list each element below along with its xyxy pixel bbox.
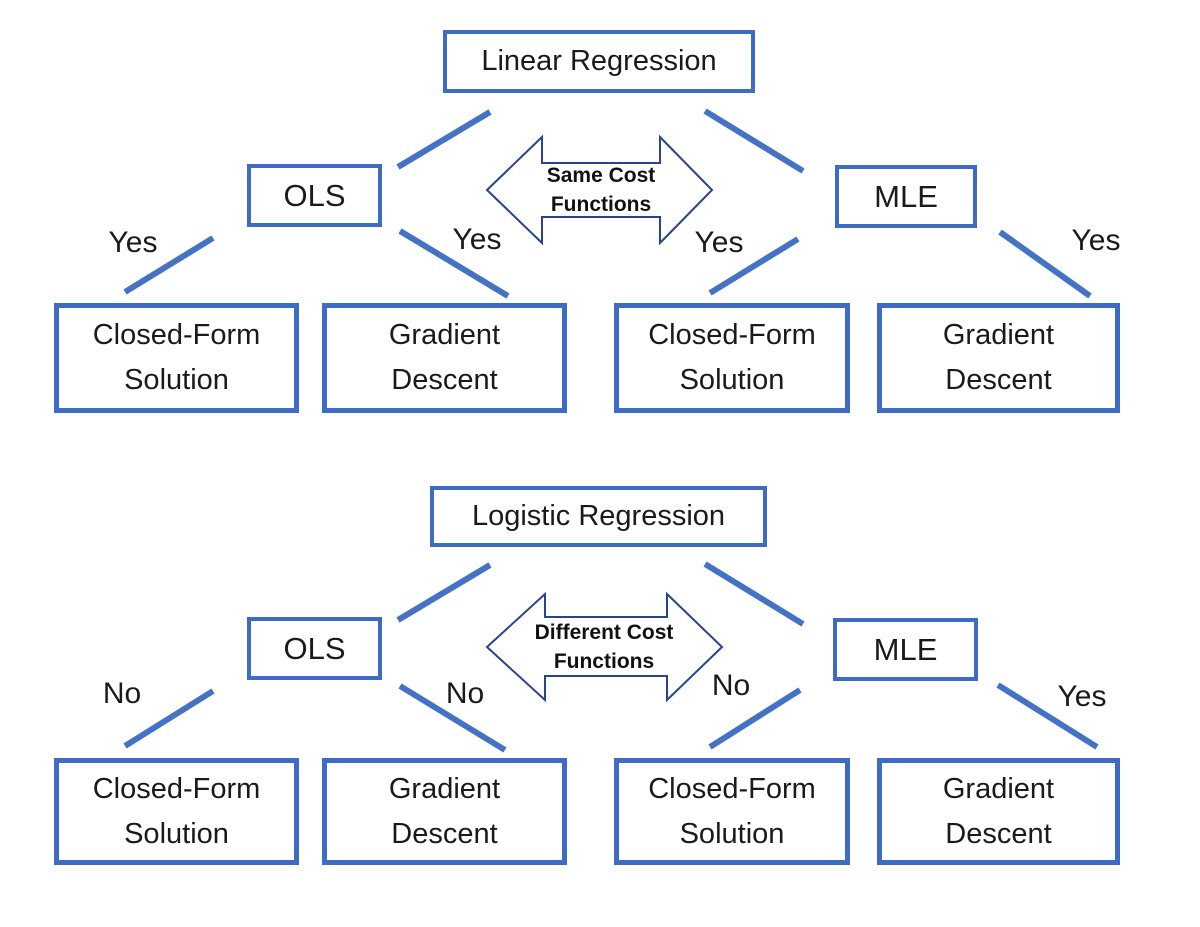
linear-regression-box: Linear Regression — [443, 30, 755, 93]
connector-mle-to-closed-form-top — [708, 236, 800, 296]
logistic-regression-label: Logistic Regression — [471, 500, 726, 532]
ols-label: OLS — [283, 630, 346, 666]
connector-ols-to-gradient-bottom — [398, 683, 507, 753]
leaf-text-line2: Solution — [124, 364, 229, 396]
closed-form-solution-box: Closed-Form Solution — [54, 758, 299, 865]
same-cost-functions-label: Same Cost Functions — [547, 161, 656, 219]
linear-regression-label: Linear Regression — [481, 45, 717, 77]
connector-mle-to-closed-form-bottom — [708, 687, 802, 750]
connector-ols-to-closed-form-bottom — [123, 688, 215, 749]
leaf-text-line1: Gradient — [388, 772, 501, 805]
leaf-text-line1: Closed-Form — [648, 319, 816, 351]
closed-form-solution-box: Closed-Form Solution — [614, 303, 850, 413]
arrow-text-line1: Different Cost — [534, 621, 674, 644]
arrow-text-line1: Same Cost — [546, 164, 656, 187]
gradient-descent-box: Gradient Descent — [877, 758, 1120, 865]
gradient-descent-box: Gradient Descent — [877, 303, 1120, 413]
connector-linear-to-mle — [703, 108, 805, 174]
leaf-text-line2: Descent — [391, 364, 498, 396]
gradient-descent-box: Gradient Descent — [322, 303, 567, 413]
edge-label-no: No — [102, 677, 142, 710]
logistic-regression-box: Logistic Regression — [430, 486, 767, 547]
connector-lines — [123, 108, 1099, 753]
arrow-text-line2: Functions — [553, 650, 655, 673]
leaf-text-line2: Solution — [679, 817, 785, 850]
leaf-text-line1: Closed-Form — [648, 772, 816, 805]
connector-ols-to-closed-form-top — [123, 235, 215, 295]
ols-box-bottom: OLS — [247, 617, 382, 680]
leaf-text-line1: Closed-Form — [92, 319, 261, 351]
connector-mle-to-gradient-bottom — [996, 682, 1099, 750]
mle-box-bottom: MLE — [833, 618, 978, 681]
different-cost-functions-label: Different Cost Functions — [535, 618, 674, 676]
edge-label-yes: Yes — [452, 223, 502, 256]
leaf-text-line1: Gradient — [942, 772, 1055, 805]
leaf-text-line2: Descent — [945, 364, 1052, 396]
edge-label-yes: Yes — [108, 226, 158, 259]
edge-label-no: No — [711, 669, 751, 702]
arrow-text-line2: Functions — [550, 193, 652, 216]
leaf-text-line1: Closed-Form — [92, 772, 261, 805]
double-arrow-icon — [485, 134, 714, 246]
leaf-text-line2: Solution — [124, 817, 229, 850]
double-arrow-icon — [485, 591, 724, 703]
edge-label-yes: Yes — [1071, 224, 1121, 257]
leaf-text-line1: Gradient — [388, 319, 501, 351]
connector-logistic-to-ols — [396, 562, 492, 623]
leaf-text-line2: Descent — [945, 817, 1052, 850]
edge-label-yes: Yes — [1057, 680, 1107, 713]
ols-box-top: OLS — [247, 164, 382, 227]
mle-label: MLE — [874, 178, 938, 214]
leaf-text-line1: Gradient — [942, 319, 1055, 351]
connector-ols-to-gradient-top — [398, 228, 510, 299]
mle-label: MLE — [873, 631, 938, 667]
edge-label-yes: Yes — [694, 226, 744, 259]
connector-mle-to-gradient-top — [998, 229, 1092, 299]
closed-form-solution-box: Closed-Form Solution — [614, 758, 850, 865]
ols-label: OLS — [283, 177, 346, 213]
connector-logistic-to-mle — [703, 561, 805, 627]
edge-label-no: No — [445, 677, 485, 710]
mle-box-top: MLE — [835, 165, 977, 228]
connector-linear-to-ols — [396, 109, 492, 170]
leaf-text-line2: Descent — [391, 817, 498, 850]
leaf-text-line2: Solution — [679, 364, 785, 396]
gradient-descent-box: Gradient Descent — [322, 758, 567, 865]
closed-form-solution-box: Closed-Form Solution — [54, 303, 299, 413]
